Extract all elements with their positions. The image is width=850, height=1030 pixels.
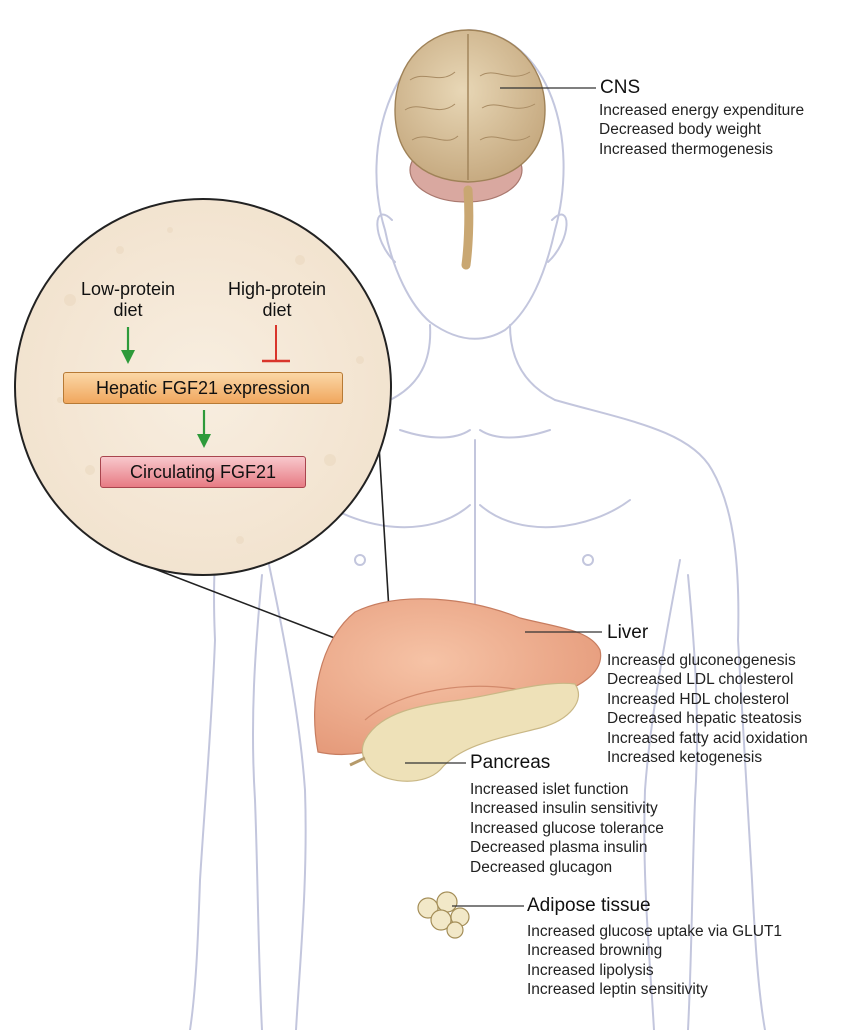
pancreas-effect: Increased insulin sensitivity: [470, 799, 664, 818]
liver-effect: Decreased LDL cholesterol: [607, 670, 808, 689]
adipose-effect: Increased glucose uptake via GLUT1: [527, 922, 782, 941]
adipose-effect: Increased leptin sensitivity: [527, 980, 782, 999]
high-protein-line1: High-protein: [213, 279, 341, 300]
liver-effect: Increased fatty acid oxidation: [607, 729, 808, 748]
pancreas-effect: Increased glucose tolerance: [470, 819, 664, 838]
pancreas-effect: Increased islet function: [470, 780, 664, 799]
pancreas-effects: Increased islet function Increased insul…: [470, 780, 664, 877]
pancreas-effect: Decreased glucagon: [470, 858, 664, 877]
adipose-title: Adipose tissue: [527, 895, 651, 917]
high-protein-diet-label: High-protein diet: [213, 279, 341, 321]
hepatic-fgf21-box: Hepatic FGF21 expression: [63, 372, 343, 404]
liver-effect: Increased HDL cholesterol: [607, 690, 808, 709]
pancreas-effect: Decreased plasma insulin: [470, 838, 664, 857]
liver-effect: Increased ketogenesis: [607, 748, 808, 767]
cns-effect: Decreased body weight: [599, 120, 804, 139]
liver-effect: Decreased hepatic steatosis: [607, 709, 808, 728]
adipose-effect: Increased browning: [527, 941, 782, 960]
circulating-fgf21-box: Circulating FGF21: [100, 456, 306, 488]
adipose-organ: [418, 892, 469, 938]
liver-effect: Increased gluconeogenesis: [607, 651, 808, 670]
low-protein-diet-label: Low-protein diet: [68, 279, 188, 321]
brain-organ: [395, 30, 545, 265]
low-protein-line1: Low-protein: [68, 279, 188, 300]
pancreas-title: Pancreas: [470, 752, 550, 774]
cns-effect: Increased thermogenesis: [599, 140, 804, 159]
high-protein-line2: diet: [213, 300, 341, 321]
cns-title: CNS: [600, 77, 640, 99]
adipose-effect: Increased lipolysis: [527, 961, 782, 980]
liver-effects: Increased gluconeogenesis Decreased LDL …: [607, 651, 808, 767]
cns-effects: Increased energy expenditure Decreased b…: [599, 101, 804, 159]
low-protein-line2: diet: [68, 300, 188, 321]
cns-effect: Increased energy expenditure: [599, 101, 804, 120]
adipose-effects: Increased glucose uptake via GLUT1 Incre…: [527, 922, 782, 1000]
liver-title: Liver: [607, 622, 648, 644]
